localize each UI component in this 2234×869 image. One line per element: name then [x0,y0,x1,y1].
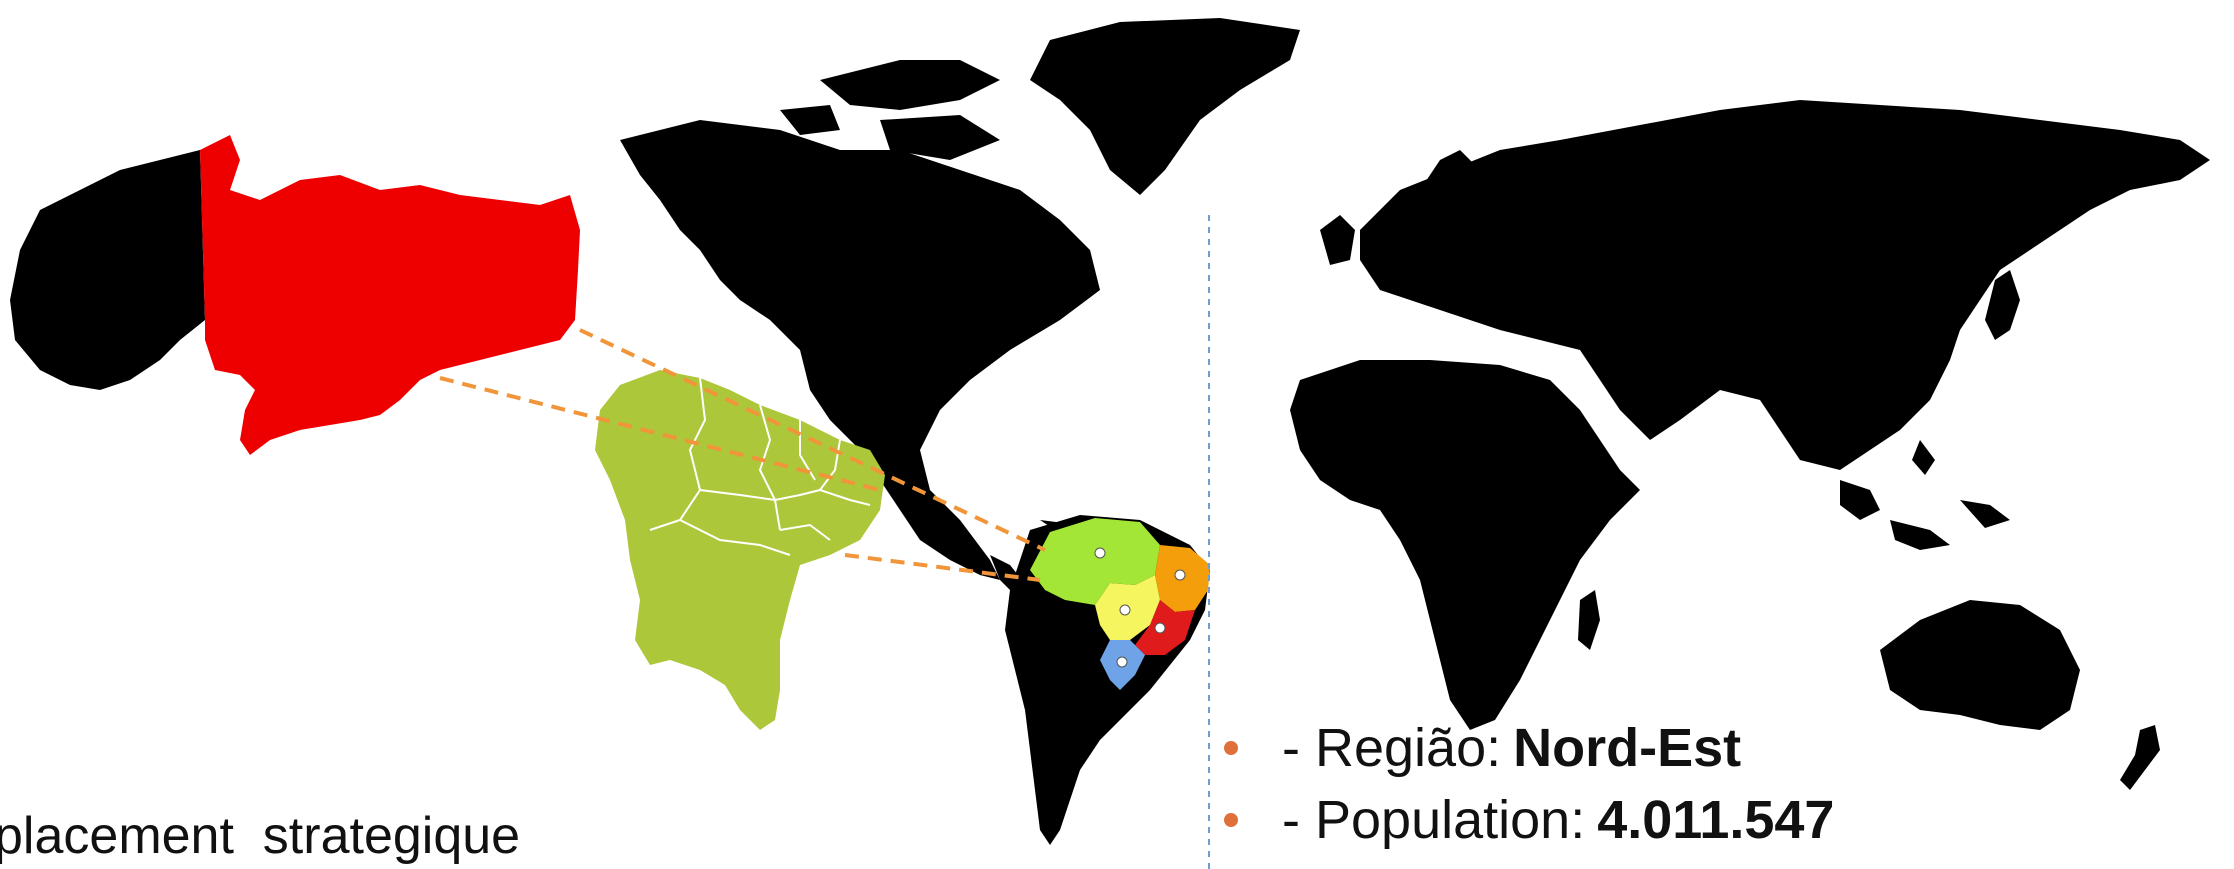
region-info-list: - Região: Nord-Est - Population: 4.011.5… [1222,712,1834,856]
nordeste-state-borders [649,377,871,556]
north-america-landmass [620,120,1100,580]
brazil-region-markers [1094,547,1186,668]
bullet-icon [1224,813,1238,827]
africa-landmass [1290,360,1640,730]
state-inset-highlight [200,135,580,455]
strategic-placement-caption: placement strategique [0,807,521,865]
scandinavia-landmass [1320,150,1480,265]
bullet-icon [1224,741,1238,755]
nordeste-region-inset [595,370,885,730]
state-inset-west [10,150,205,390]
australia-landmass [1880,600,2080,730]
brazil-region-norte [1030,518,1160,605]
eurasia-landmass [1360,100,2210,470]
population-value: 4.011.547 [1597,790,1835,850]
greenland-landmass [1030,18,1300,195]
arctic-islands [780,60,1000,160]
region-value: Nord-Est [1513,718,1742,778]
japan-landmass [1985,270,2020,340]
population-label: - Population: [1282,790,1586,850]
region-label: - Região: [1282,718,1502,778]
population-info-item: - Population: 4.011.547 [1222,784,1834,856]
zoom-connector-lines [439,328,1046,582]
new-zealand-landmass [2120,725,2160,790]
madagascar-landmass [1578,590,1600,650]
southeast-asia-islands [1840,440,2010,550]
region-info-item: - Região: Nord-Est [1222,712,1834,784]
